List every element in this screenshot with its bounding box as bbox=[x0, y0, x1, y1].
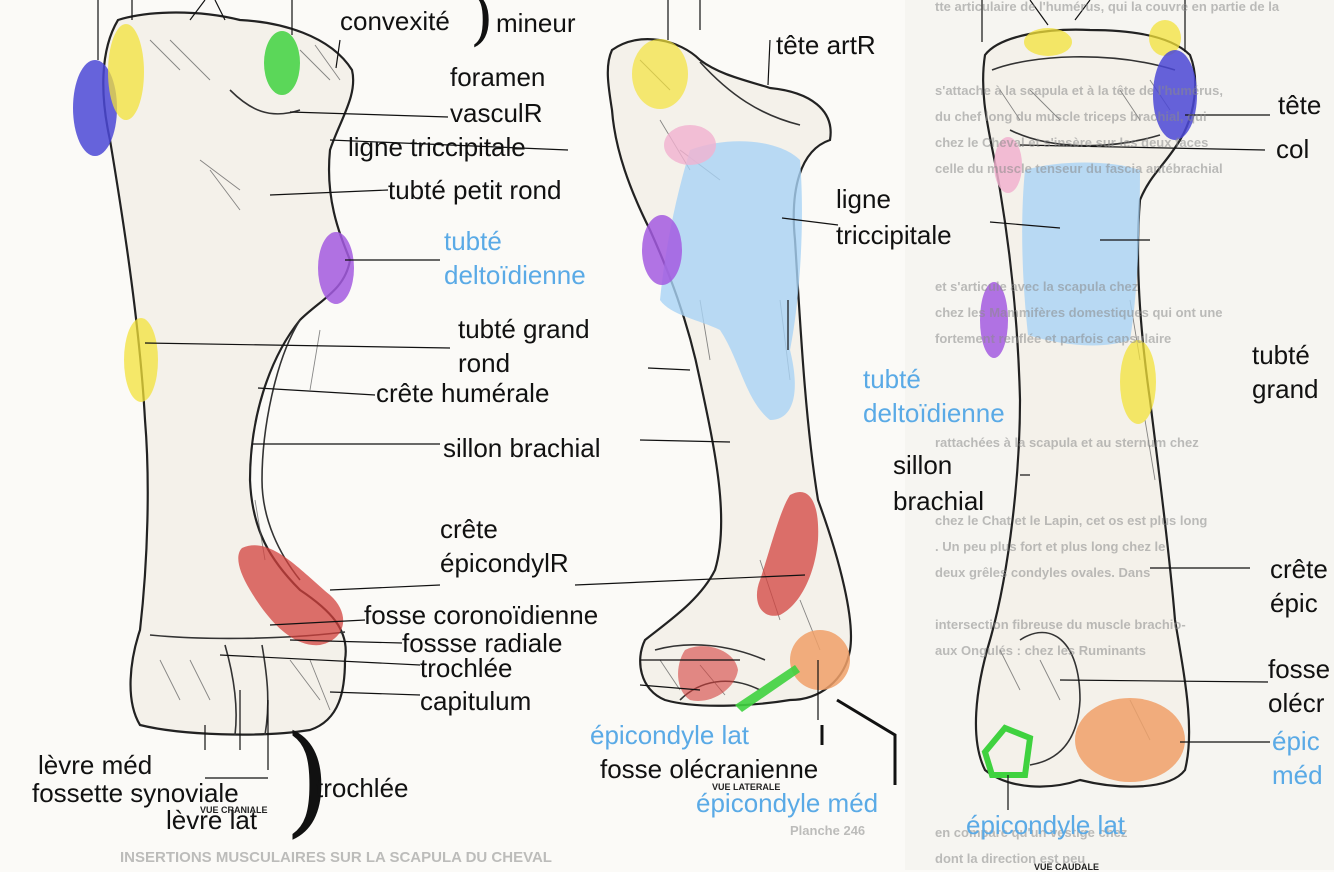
label-brachial-3: brachial bbox=[893, 486, 985, 516]
label-vue-laterale: VUE LATERALE bbox=[712, 782, 781, 792]
footer-caption: INSERTIONS MUSCULAIRES SUR LA SCAPULA DU… bbox=[120, 849, 552, 866]
label-col-3: col bbox=[1276, 134, 1310, 164]
label-capitulum: capitulum bbox=[420, 686, 532, 716]
label-crete-epicondylr: crête bbox=[440, 514, 498, 544]
label-tubte-grand-3: tubté bbox=[1252, 340, 1310, 370]
label-tubte-deltoidienne-1: tubté bbox=[444, 226, 502, 256]
label-levre-med: lèvre méd bbox=[38, 750, 153, 780]
label-vue-caudale: VUE CAUDALE bbox=[1034, 862, 1100, 872]
label-levre-lat: lèvre lat bbox=[166, 805, 258, 835]
bg-text-line: en compare qu'un vestige chez bbox=[935, 825, 1128, 840]
label-mineur: mineur bbox=[496, 8, 576, 38]
label-fossse-radiale: fossse radiale bbox=[402, 628, 563, 658]
bg-text-line: s'attache à la scapula et à la tête de l… bbox=[935, 83, 1223, 98]
label-fosse-3: fosse bbox=[1268, 654, 1331, 684]
label-tubte-grand-rond: tubté grand bbox=[458, 314, 590, 344]
patch-red-2 bbox=[756, 492, 819, 616]
patch-yellow-1a bbox=[108, 24, 144, 120]
patch-green-2 bbox=[735, 665, 800, 712]
patch-yellow-3b bbox=[1149, 20, 1181, 56]
label-deltoidienne-3: deltoïdienne bbox=[863, 398, 1005, 428]
patch-green-3 bbox=[981, 724, 1034, 778]
label-tete-artr: tête artR bbox=[776, 30, 876, 60]
label-foramen: foramen bbox=[450, 62, 546, 92]
bg-text-line: celle du muscle tenseur du fascia antébr… bbox=[935, 161, 1223, 176]
brace-trochlee: ) bbox=[284, 711, 331, 850]
patch-red-1 bbox=[238, 545, 344, 646]
label-tubte-deltoidienne-1b: deltoïdienne bbox=[444, 260, 586, 290]
bg-text-line: du chef long du muscle triceps brachial,… bbox=[935, 109, 1207, 124]
bg-text-line: deux grêles condyles ovales. Dans bbox=[935, 565, 1151, 580]
label-crete-humerale: crête humérale bbox=[376, 378, 550, 408]
patch-purple-2 bbox=[642, 215, 682, 285]
bg-text-line: intersection fibreuse du muscle brachio- bbox=[935, 617, 1186, 632]
label-vasculr: vasculR bbox=[450, 98, 543, 128]
patch-light-blue-3 bbox=[1022, 162, 1140, 346]
label-olecr-3: olécr bbox=[1268, 688, 1325, 718]
bg-text-line: chez le Chat et le Lapin, cet os est plu… bbox=[935, 513, 1208, 528]
label-crete-epicondylr-b: épicondylR bbox=[440, 548, 569, 578]
label-trochlee-2: trochlée bbox=[316, 773, 409, 803]
label-tete-3: tête bbox=[1278, 90, 1322, 120]
label-epic-3: épic bbox=[1270, 588, 1318, 618]
label-grand-3: grand bbox=[1252, 374, 1319, 404]
label-sillon-3: sillon bbox=[893, 450, 953, 480]
patch-orange-3 bbox=[1075, 698, 1185, 782]
patch-blue-violet-1 bbox=[73, 60, 117, 156]
patch-yellow-2 bbox=[632, 39, 688, 109]
bg-text-line: chez le Cheval et s'insère sur les deux … bbox=[935, 135, 1209, 150]
label-convexite: convexité bbox=[340, 6, 450, 36]
bg-text-line: chez les Mammifères domestiques qui ont … bbox=[935, 305, 1223, 320]
footer-planche: Planche 246 bbox=[790, 823, 866, 838]
patch-pink-2 bbox=[664, 125, 716, 165]
bg-text-line: rattachées à la scapula et au sternum ch… bbox=[935, 435, 1199, 450]
bg-text-line: dont la direction est peu bbox=[935, 851, 1086, 866]
label-med-3: méd bbox=[1272, 760, 1323, 790]
patch-orange-2 bbox=[790, 630, 850, 690]
label-epic-med-3: épic bbox=[1272, 726, 1320, 756]
bg-text-line: et s'articule avec la scapula chez bbox=[935, 279, 1139, 294]
patch-purple-1 bbox=[318, 232, 354, 304]
leader-lines bbox=[97, 0, 1270, 810]
bg-text-line: fortement renflée et parfois capsulaire bbox=[935, 331, 1172, 346]
bg-text-line: tte articulaire de l'humérus, qui la cou… bbox=[935, 0, 1280, 14]
label-epicondyle-lat-2: épicondyle lat bbox=[590, 720, 749, 750]
bg-text-line: aux Ongulés : chez les Ruminants bbox=[935, 643, 1146, 658]
patch-yellow-3c bbox=[1120, 340, 1156, 424]
label-vue-craniale: VUE CRANIALE bbox=[200, 805, 268, 815]
label-fosse-coronoidienne: fosse coronoïdienne bbox=[364, 600, 599, 630]
label-tubte-grand-rond-b: rond bbox=[458, 348, 511, 378]
bg-text-line: . Un peu plus fort et plus long chez le bbox=[935, 539, 1166, 554]
label-trochlee: trochlée bbox=[420, 653, 513, 683]
patch-blue-violet-3 bbox=[1153, 50, 1197, 140]
label-fosse-olecranienne: fosse olécranienne bbox=[600, 754, 819, 784]
label-ligne-triccipitale: ligne triccipitale bbox=[348, 132, 526, 162]
patch-pink-3 bbox=[994, 137, 1022, 193]
label-sillon-brachial: sillon brachial bbox=[443, 433, 601, 463]
label-tubte-deltoidienne-3: tubté bbox=[863, 364, 921, 394]
label-triccipitale-2: triccipitale bbox=[836, 220, 952, 250]
label-epicondyle-med-2: épicondyle méd bbox=[696, 788, 879, 818]
patch-purple-3 bbox=[980, 282, 1008, 358]
label-tubte-petit-rond: tubté petit rond bbox=[388, 175, 562, 205]
label-crete-3: crête bbox=[1270, 554, 1328, 584]
patch-yellow-1b bbox=[124, 318, 158, 402]
label-epicondyle-lat-3: épicondyle lat bbox=[966, 810, 1125, 840]
brace-mineur: ) bbox=[470, 0, 494, 53]
patch-green-1 bbox=[264, 31, 300, 95]
label-ligne-2: ligne bbox=[836, 184, 891, 214]
label-fossette-synoviale: fossette synoviale bbox=[32, 778, 239, 808]
patch-light-blue-2 bbox=[660, 141, 802, 421]
patch-yellow-3a bbox=[1024, 28, 1072, 56]
